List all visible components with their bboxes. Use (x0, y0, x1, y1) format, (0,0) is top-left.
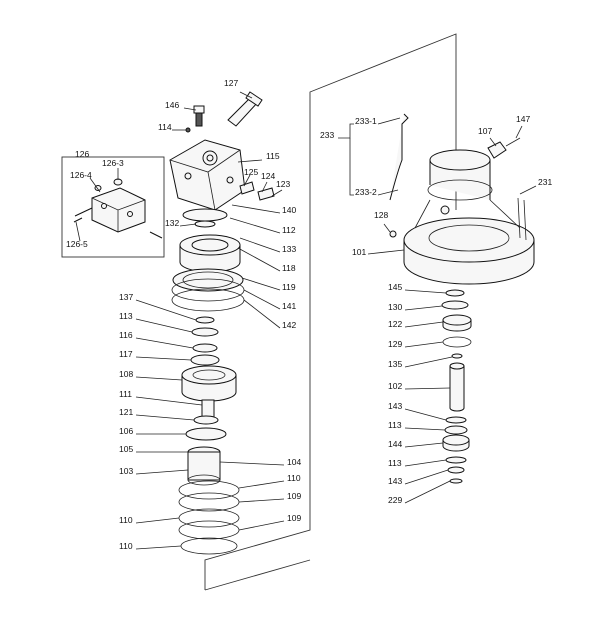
part-label-110c: 110 (119, 541, 133, 551)
part-label-106: 106 (119, 426, 133, 436)
part-label-142: 142 (282, 320, 296, 330)
part-label-112: 112 (282, 225, 296, 235)
part-label-109a: 109 (287, 491, 301, 501)
brake-and-cylinder-stack (171, 220, 245, 555)
motor-head (169, 91, 275, 222)
part-label-113b: 113 (388, 420, 402, 430)
part-label-233-2: 233-2 (355, 187, 377, 197)
leader-lines (75, 91, 537, 550)
part-label-126: 126 (75, 149, 89, 159)
part-label-114: 114 (158, 122, 172, 132)
part-label-125: 125 (244, 167, 258, 177)
part-label-109b: 109 (287, 513, 301, 523)
part-label-130: 130 (388, 302, 402, 312)
part-label-107: 107 (478, 126, 492, 136)
part-label-103: 103 (119, 466, 133, 476)
part-label-104: 104 (287, 457, 301, 467)
part-label-135: 135 (388, 359, 402, 369)
part-label-123: 123 (276, 179, 290, 189)
part-label-231: 231 (538, 177, 552, 187)
part-label-233-1: 233-1 (355, 116, 377, 126)
part-label-117: 117 (119, 349, 133, 359)
part-label-124: 124 (261, 171, 275, 181)
assembly-frame (204, 33, 457, 591)
part-label-141: 141 (282, 301, 296, 311)
part-label-144: 144 (388, 439, 402, 449)
part-label-105: 105 (119, 444, 133, 454)
output-shaft-stack (441, 289, 472, 484)
part-label-119: 119 (282, 282, 296, 292)
part-label-229: 229 (388, 495, 402, 505)
part-label-113a: 113 (119, 311, 133, 321)
part-label-143b: 143 (388, 476, 402, 486)
part-label-126-4: 126-4 (70, 170, 92, 180)
part-label-140: 140 (282, 205, 296, 215)
part-label-137: 137 (119, 292, 133, 302)
part-label-126-5: 126-5 (66, 239, 88, 249)
part-label-129: 129 (388, 339, 402, 349)
part-label-102: 102 (388, 381, 402, 391)
part-label-113c: 113 (388, 458, 402, 468)
part-label-233: 233 (320, 130, 334, 140)
valve-block-inset (61, 156, 165, 258)
part-label-110b: 110 (119, 515, 133, 525)
part-label-145: 145 (388, 282, 402, 292)
part-label-110a: 110 (287, 473, 301, 483)
part-label-128: 128 (374, 210, 388, 220)
part-label-146: 146 (165, 100, 179, 110)
part-label-116: 116 (119, 330, 133, 340)
part-label-143a: 143 (388, 401, 402, 411)
part-label-132: 132 (165, 218, 179, 228)
part-label-122: 122 (388, 319, 402, 329)
part-label-108: 108 (119, 369, 133, 379)
part-label-147: 147 (516, 114, 530, 124)
part-label-118: 118 (282, 263, 296, 273)
part-label-121: 121 (119, 407, 133, 417)
part-label-127: 127 (224, 78, 238, 88)
reducer-housing (389, 113, 535, 285)
part-label-115: 115 (266, 151, 280, 161)
part-label-126-3: 126-3 (102, 158, 124, 168)
part-label-111: 111 (119, 389, 132, 399)
part-label-133: 133 (282, 244, 296, 254)
part-label-101: 101 (352, 247, 366, 257)
